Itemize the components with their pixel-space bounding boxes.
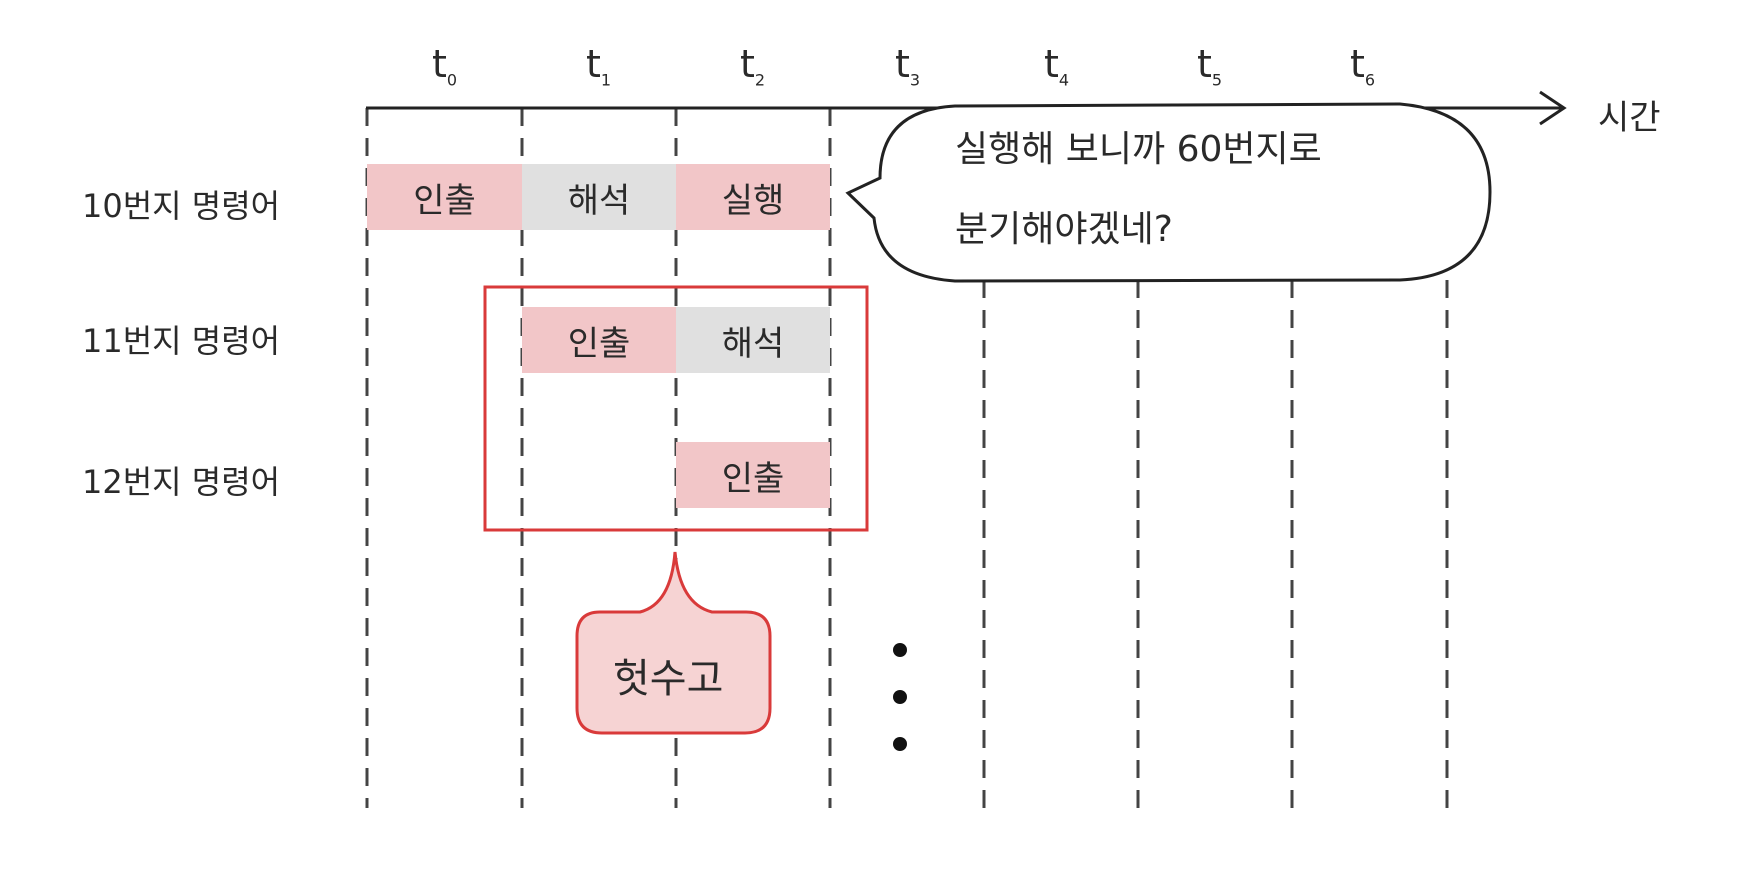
row10-decode-cell: 해석 (522, 164, 676, 230)
tick-t6: t6 (1350, 42, 1376, 90)
row10-execute-cell: 실행 (676, 164, 830, 230)
tick-t0: t0 (432, 42, 458, 90)
row11-fetch-cell: 인출 (522, 307, 676, 373)
ellipsis-dot-3 (893, 737, 907, 751)
ellipsis-dot-1 (893, 643, 907, 657)
axis-label: 시간 (1598, 98, 1661, 138)
time-axis-arrow (1539, 90, 1567, 126)
waste-callout-bubble (575, 551, 772, 735)
row12-fetch-cell: 인출 (676, 442, 830, 508)
wasted-stages-box (483, 285, 869, 532)
ellipsis-dot-2 (893, 690, 907, 704)
row-label-12: 12번지 명령어 (82, 463, 281, 501)
tick-t2: t2 (740, 42, 766, 90)
speech-bubble (845, 102, 1492, 283)
tick-t5: t5 (1197, 42, 1223, 90)
row-label-11: 11번지 명령어 (82, 322, 281, 360)
row-label-10: 10번지 명령어 (82, 187, 281, 225)
tick-t1: t1 (586, 42, 612, 90)
speech-line-1: 실행해 보니까 60번지로 (955, 129, 1322, 170)
tick-t3: t3 (895, 42, 921, 90)
speech-line-2: 분기해야겠네? (955, 209, 1173, 250)
waste-label: 헛수고 (613, 656, 724, 702)
tick-t4: t4 (1044, 42, 1070, 90)
row11-decode-cell: 해석 (676, 307, 830, 373)
row10-fetch-cell: 인출 (367, 164, 522, 230)
